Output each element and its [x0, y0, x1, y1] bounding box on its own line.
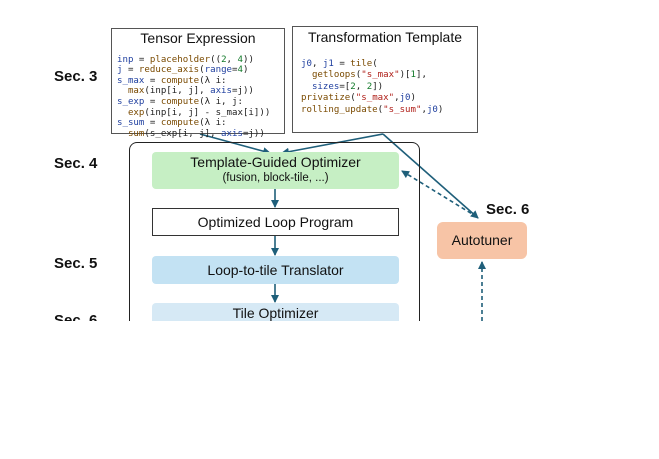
autotuner-box: Autotuner [437, 222, 527, 259]
compiler-frame [129, 142, 420, 342]
transformation-template-panel: Transformation Template j0, j1 = tile( g… [292, 26, 478, 133]
template-guided-optimizer-sublabel: (fusion, block-tile, ...) [222, 172, 329, 184]
code-line: exp(inp[i, j] - s_max[i])) [127, 107, 271, 118]
template-guided-optimizer-box: Template-Guided Optimizer (fusion, block… [152, 152, 399, 189]
cropped-area [0, 321, 659, 459]
code-line: privatize("s_max",j0) [301, 93, 417, 103]
loop-to-tile-translator-label: Loop-to-tile Translator [207, 262, 344, 278]
code-line: s_exp = compute(λ i, j: [117, 96, 243, 107]
autotuner-label: Autotuner [451, 232, 513, 248]
code-line: max(inp[i, j], axis=j)) [127, 86, 254, 97]
transformation-template-title: Transformation Template [307, 29, 463, 45]
code-line: sum(s_exp[i, j], axis=j)) [127, 128, 265, 139]
code-line: inp = placeholder((2, 4)) [117, 54, 254, 65]
template-guided-optimizer-label: Template-Guided Optimizer [190, 154, 361, 170]
arrow-autotuner-to-optimizer [401, 170, 478, 218]
arrow-template-to-optimizer [281, 133, 384, 156]
tensor-expression-code: inp = placeholder((2, 4)) j = reduce_axi… [117, 44, 270, 139]
code-line: s_sum = compute(λ i: [117, 118, 227, 129]
section-label-sec4: Sec. 4 [54, 155, 98, 172]
section-label-sec3: Sec. 3 [54, 68, 98, 85]
optimized-loop-program-box: Optimized Loop Program [152, 208, 399, 236]
tile-optimizer-label: Tile Optimizer [232, 305, 319, 321]
loop-to-tile-translator-box: Loop-to-tile Translator [152, 256, 399, 284]
code-line: s_max = compute(λ i: [117, 75, 227, 86]
section-label-sec5: Sec. 5 [54, 255, 98, 272]
transformation-template-code: j0, j1 = tile( getloops("s_max")[1], siz… [301, 47, 443, 116]
code-line: j0, j1 = tile( [301, 58, 378, 69]
code-line: sizes=[2, 2]) [311, 81, 384, 92]
code-line: getloops("s_max")[1], [311, 70, 427, 80]
section-label-sec6-right: Sec. 6 [486, 201, 530, 218]
tensor-expression-title: Tensor Expression [140, 30, 256, 46]
code-line: j = reduce_axis(range=4) [117, 65, 249, 76]
arrow-tensor-to-optimizer [199, 133, 271, 156]
tensor-expression-panel: Tensor Expression inp = placeholder((2, … [111, 28, 285, 139]
code-line: rolling_update("s_sum",j0) [301, 104, 444, 115]
optimized-loop-program-label: Optimized Loop Program [197, 214, 354, 230]
arrow-template-to-autotuner [382, 133, 479, 219]
